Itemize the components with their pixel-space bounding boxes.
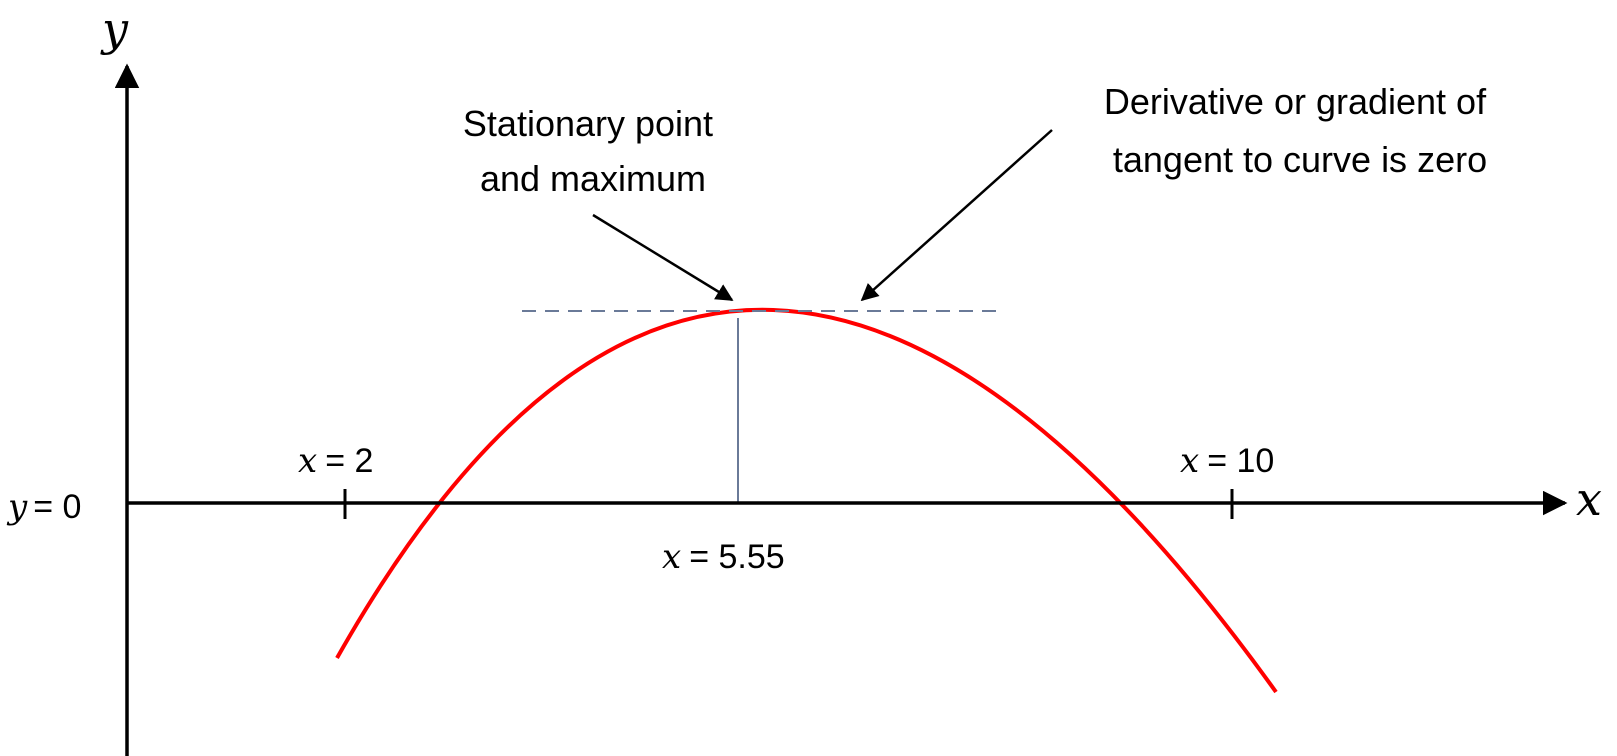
derivative-arrow bbox=[860, 129, 1053, 302]
stationary-point-annotation: Stationary point and maximum bbox=[463, 103, 723, 199]
stationary-point-line-2: and maximum bbox=[480, 158, 706, 199]
tick-label-x10-var: x bbox=[1180, 441, 1199, 481]
derivative-annotation: Derivative or gradient of tangent to cur… bbox=[1104, 81, 1496, 180]
derivative-line-1: Derivative or gradient of bbox=[1104, 81, 1487, 122]
tick-label-x2: x= 2 bbox=[298, 441, 373, 481]
tick-label-x10-value: = 10 bbox=[1207, 442, 1274, 480]
y-zero-label: y= 0 bbox=[6, 487, 81, 527]
stationary-x-var: x bbox=[662, 537, 681, 577]
stationary-x-value: = 5.55 bbox=[689, 538, 784, 576]
tick-label-x2-var: x bbox=[298, 441, 317, 481]
tick-label-x10: x= 10 bbox=[1180, 441, 1274, 481]
y-zero-value: = 0 bbox=[33, 488, 81, 526]
parabola-curve bbox=[335, 307, 1278, 694]
x-axis-label: x bbox=[1576, 472, 1602, 526]
stationary-point-line-1: Stationary point bbox=[463, 103, 713, 144]
stationary-x-label: x= 5.55 bbox=[662, 537, 785, 577]
y-zero-var: y bbox=[6, 487, 28, 527]
y-axis-label: y bbox=[100, 2, 129, 56]
tick-label-x2-value: = 2 bbox=[325, 442, 373, 480]
stationary-point-arrow bbox=[592, 213, 734, 302]
derivative-line-2: tangent to curve is zero bbox=[1113, 139, 1487, 180]
